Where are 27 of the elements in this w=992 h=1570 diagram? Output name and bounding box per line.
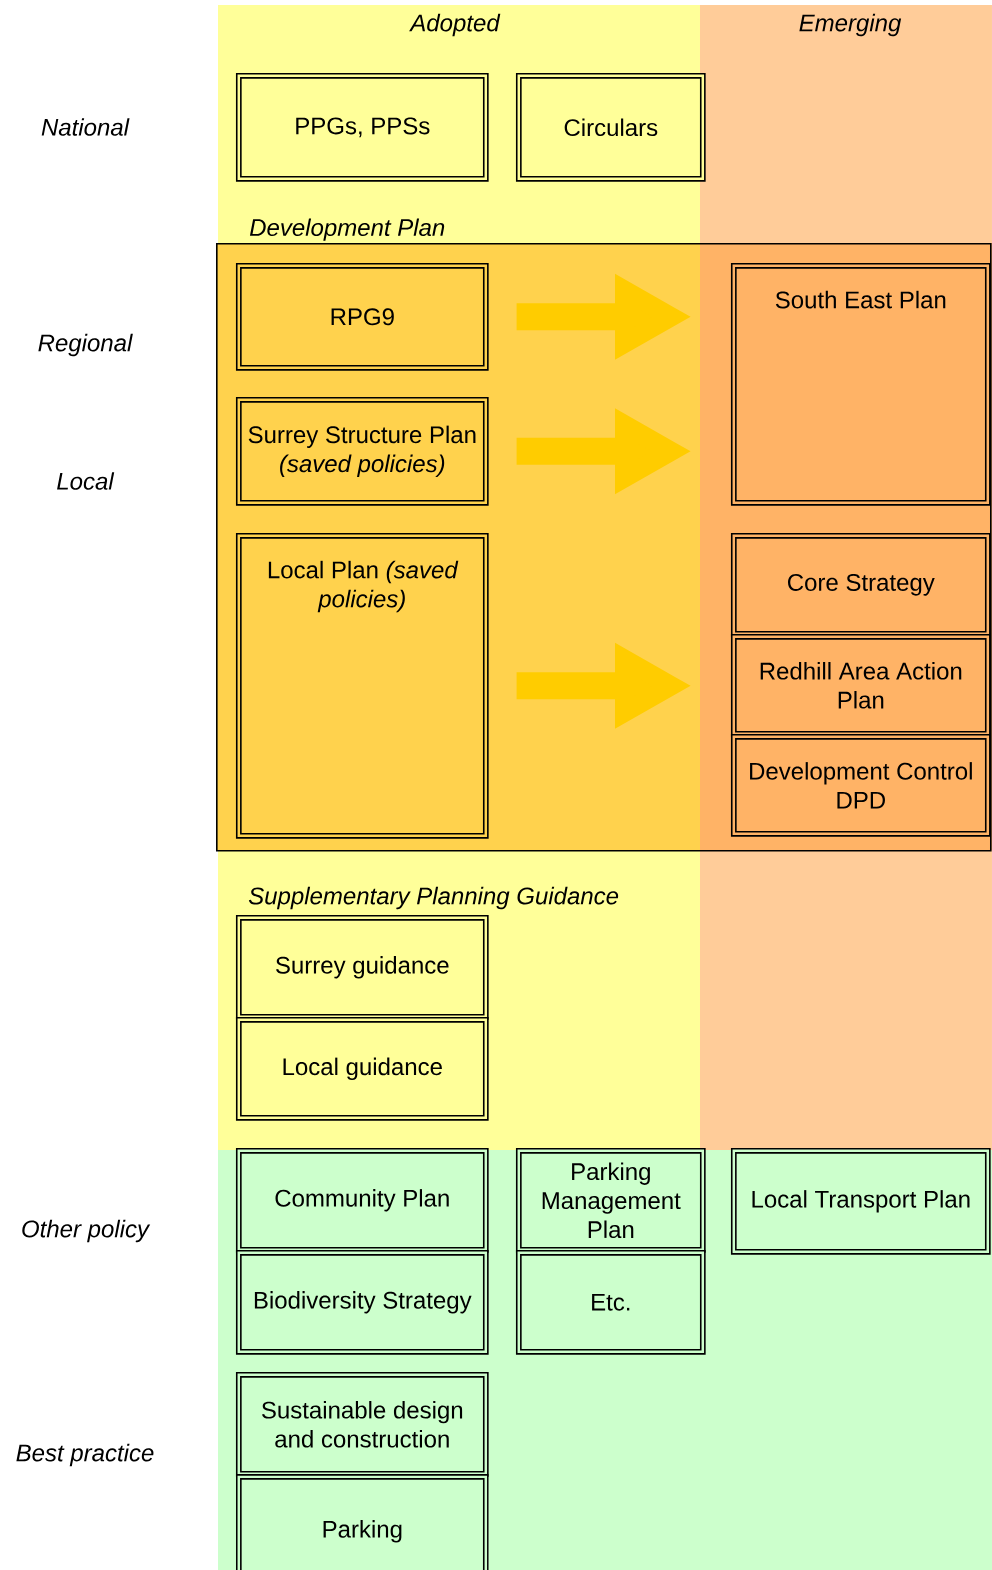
text-box: Redhill Area Action Plan (730, 633, 991, 737)
row-label: National (41, 118, 130, 136)
column-heading: Emerging (799, 13, 902, 37)
text-box: Core Strategy (730, 532, 991, 637)
text-box: Surrey Structure Plan (saved policies) (235, 396, 489, 506)
section-heading: Supplementary Planning Guidance (248, 886, 619, 910)
row-label: Other policy (22, 1219, 151, 1243)
text-box: Parking (235, 1473, 489, 1570)
row-label: Best practice (16, 1443, 154, 1467)
text-box: Biodiversity Strategy (235, 1249, 489, 1355)
node-label: Development Plan (249, 218, 445, 241)
text-box: Local Plan (saved policies) (235, 532, 489, 839)
text-box: Etc. (515, 1249, 706, 1355)
row-label: Local (57, 472, 115, 490)
text-box: Community Plan (235, 1147, 489, 1253)
text-box: Parking Management Plan (515, 1147, 706, 1253)
text-box: Local Transport Plan (730, 1147, 991, 1255)
text-box: RPG9 (235, 262, 489, 371)
text-box: Local guidance (235, 1016, 489, 1121)
text-box: PPGs, PPSs (235, 72, 489, 182)
text-box: Development Control DPD (730, 733, 991, 837)
text-box: Circulars (515, 72, 706, 182)
text-box: Surrey guidance (235, 914, 489, 1020)
column-heading: Adopted (409, 13, 501, 37)
text-box: South East Plan (730, 262, 991, 506)
row-label: Regional (38, 333, 133, 357)
text-box: Sustainable design and construction (235, 1371, 489, 1477)
